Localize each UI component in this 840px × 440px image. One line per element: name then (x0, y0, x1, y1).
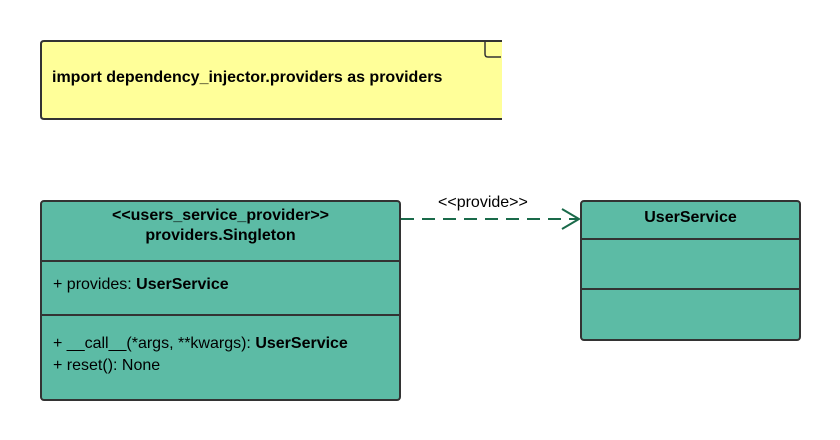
note-body (40, 40, 502, 120)
arrowhead-icon (561, 208, 581, 230)
operation-return-type: UserService (255, 335, 348, 352)
connector-label: <<provide>> (438, 194, 528, 211)
service-class-divider-1 (582, 238, 799, 240)
provider-class-box: <<users_service_provider>> providers.Sin… (40, 200, 401, 401)
provider-class-operations: + __call__(*args, **kwargs): UserService… (42, 333, 399, 377)
service-class-divider-2 (582, 288, 799, 290)
note-fold (484, 41, 501, 58)
provider-class-stereotype: <<users_service_provider>> (111, 207, 330, 224)
provider-class-attributes: + provides: UserService (42, 274, 399, 296)
operation-row: + reset(): None (42, 355, 399, 377)
note-shape (40, 40, 502, 120)
attribute-signature: + provides: (53, 276, 137, 293)
import-note: import dependency_injector.providers as … (40, 40, 502, 120)
provider-class-divider-1 (42, 260, 399, 262)
attribute-type: UserService (136, 276, 229, 293)
operation-signature: + __call__(*args, **kwargs): (53, 335, 256, 352)
provider-class-name: providers.Singleton (145, 227, 296, 244)
service-class-name: UserService (644, 209, 737, 226)
operation-signature: + reset(): None (53, 357, 161, 374)
service-class-header: UserService (582, 208, 799, 228)
provider-class-divider-2 (42, 314, 399, 316)
service-class-box: UserService (580, 200, 801, 341)
attribute-row: + provides: UserService (42, 274, 399, 296)
provider-class-header: <<users_service_provider>> providers.Sin… (42, 206, 399, 246)
note-text: import dependency_injector.providers as … (52, 69, 443, 86)
operation-row: + __call__(*args, **kwargs): UserService (42, 333, 399, 355)
